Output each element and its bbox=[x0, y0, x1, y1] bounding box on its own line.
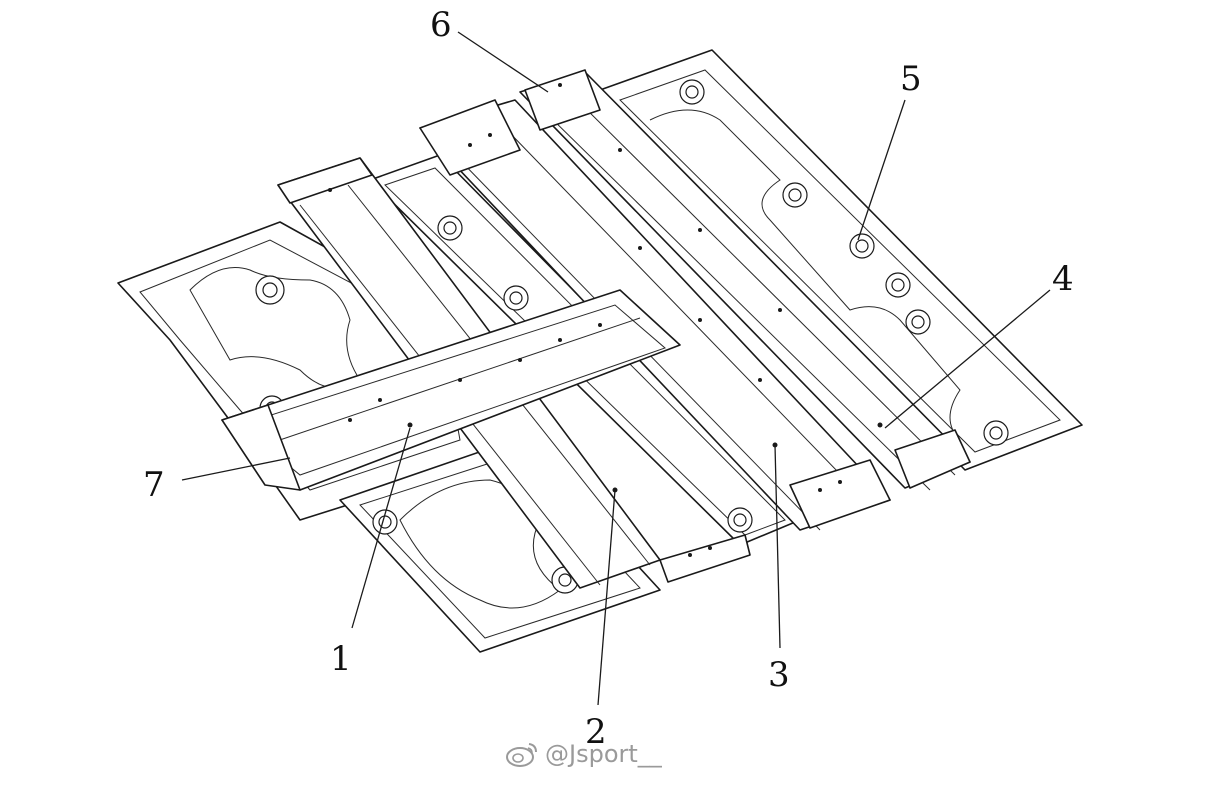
lower-floor-panel bbox=[339, 437, 661, 653]
part-label-7: 7 bbox=[143, 465, 165, 505]
part-label-3: 3 bbox=[768, 655, 790, 695]
leader-lines bbox=[181, 31, 1051, 706]
watermark-handle: @Jsport__ bbox=[545, 740, 662, 768]
weibo-logo-icon bbox=[506, 743, 537, 767]
part-label-2: 2 bbox=[585, 712, 607, 752]
watermark: @Jsport__ bbox=[505, 740, 662, 768]
part-label-6: 6 bbox=[430, 5, 452, 45]
part-label-4: 4 bbox=[1052, 259, 1074, 299]
part-label-5: 5 bbox=[900, 59, 922, 99]
part-label-1: 1 bbox=[330, 639, 352, 679]
